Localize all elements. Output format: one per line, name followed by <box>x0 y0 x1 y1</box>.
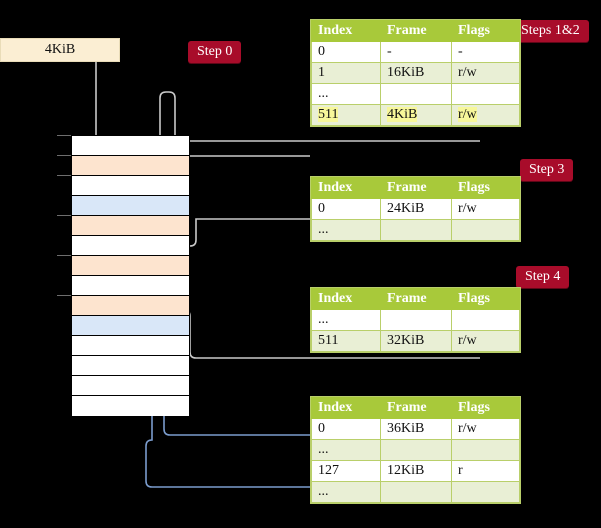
cell-flags <box>451 219 520 241</box>
memory-frame-row <box>72 376 189 396</box>
cell-index: ... <box>311 219 381 241</box>
cell-frame: 24KiB <box>380 198 452 220</box>
table-row[interactable]: ... <box>311 481 520 503</box>
cell-index: 0 <box>311 418 381 440</box>
memory-frame-row <box>72 156 189 176</box>
cell-frame: 12KiB <box>380 460 452 482</box>
column-header-frame: Frame <box>380 20 452 42</box>
memory-frame-row <box>72 336 189 356</box>
memory-tick <box>57 175 71 176</box>
memory-frame-row <box>72 316 189 336</box>
cell-index: 511 <box>311 330 381 352</box>
badge-step-0: Step 0 <box>188 41 242 63</box>
memory-tick <box>57 215 71 216</box>
cell-flags: r <box>451 460 520 482</box>
column-header-flags: Flags <box>451 20 520 42</box>
column-header-index: Index <box>311 20 381 42</box>
cell-flags: r/w <box>451 104 520 126</box>
cell-flags <box>451 439 520 461</box>
column-header-flags: Flags <box>451 288 520 310</box>
column-header-frame: Frame <box>380 288 452 310</box>
memory-frame-row <box>72 236 189 256</box>
highlighted-value: 4KiB <box>387 107 418 122</box>
source-frame-box: 4KiB <box>0 38 120 62</box>
badge-step-3-label: Step 3 <box>529 162 565 177</box>
cell-index: 0 <box>311 198 381 220</box>
cell-index: ... <box>311 309 381 331</box>
memory-frame-row <box>72 256 189 276</box>
cell-frame <box>380 481 452 503</box>
cell-frame: 36KiB <box>380 418 452 440</box>
cell-flags: - <box>451 41 520 63</box>
memory-frame-row <box>72 196 189 216</box>
cell-flags <box>451 309 520 331</box>
source-frame-label: 4KiB <box>44 42 76 57</box>
cell-index: ... <box>311 83 381 105</box>
memory-frame-row <box>72 176 189 196</box>
conn-t1-down-a <box>159 91 167 140</box>
cell-frame <box>380 309 452 331</box>
badge-step-4: Step 4 <box>516 266 570 288</box>
cell-flags <box>451 83 520 105</box>
physical-memory-column <box>71 135 190 416</box>
column-header-index: Index <box>311 397 381 419</box>
cell-frame: 4KiB <box>380 104 452 126</box>
cell-flags: r/w <box>451 330 520 352</box>
cell-index: 511 <box>311 104 381 126</box>
memory-tick <box>57 155 71 156</box>
memory-tick <box>57 255 71 256</box>
memory-frame-row <box>72 276 189 296</box>
cell-flags: r/w <box>451 62 520 84</box>
table-row[interactable]: ... <box>311 439 520 461</box>
table-row[interactable]: ... <box>311 309 520 331</box>
cell-frame: 16KiB <box>380 62 452 84</box>
cell-frame: 32KiB <box>380 330 452 352</box>
cell-flags: r/w <box>451 418 520 440</box>
table-row[interactable]: 511 4KiB r/w <box>311 104 520 126</box>
memory-frame-row <box>72 396 189 416</box>
cell-frame: - <box>380 41 452 63</box>
memory-tick <box>57 295 71 296</box>
table-row[interactable]: 0-- <box>311 41 520 63</box>
cell-index: 1 <box>311 62 381 84</box>
cell-frame <box>380 219 452 241</box>
table-row[interactable]: ... <box>311 219 520 241</box>
memory-frame-row <box>72 356 189 376</box>
memory-frame-row <box>72 296 189 316</box>
memory-tick <box>57 135 71 136</box>
column-header-index: Index <box>311 288 381 310</box>
cell-index: ... <box>311 481 381 503</box>
cell-frame <box>380 439 452 461</box>
column-header-frame: Frame <box>380 397 452 419</box>
highlighted-value: r/w <box>458 107 477 122</box>
column-header-flags: Flags <box>451 397 520 419</box>
cell-flags <box>451 481 520 503</box>
memory-frame-row <box>72 136 189 156</box>
badge-steps-1-2: Steps 1&2 <box>512 20 589 42</box>
cell-index: 0 <box>311 41 381 63</box>
memory-frame-row <box>72 216 189 236</box>
column-header-index: Index <box>311 177 381 199</box>
column-header-frame: Frame <box>380 177 452 199</box>
table-row[interactable]: ... <box>311 83 520 105</box>
badge-step-4-label: Step 4 <box>525 269 561 284</box>
cell-flags: r/w <box>451 198 520 220</box>
cell-index: 127 <box>311 460 381 482</box>
cell-frame <box>380 83 452 105</box>
badge-step-0-label: Step 0 <box>197 44 233 59</box>
badge-steps-1-2-label: Steps 1&2 <box>521 23 580 38</box>
highlighted-value: 511 <box>318 107 339 122</box>
cell-index: ... <box>311 439 381 461</box>
column-header-flags: Flags <box>451 177 520 199</box>
badge-step-3: Step 3 <box>520 159 574 181</box>
